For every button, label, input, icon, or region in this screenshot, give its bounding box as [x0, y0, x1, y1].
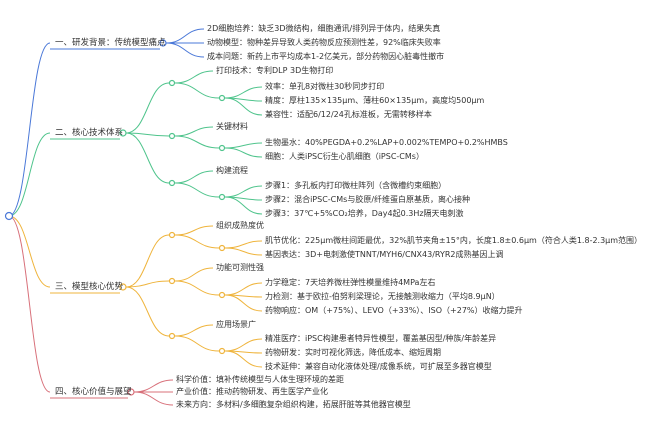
connector-line	[174, 126, 214, 137]
connector-line	[224, 338, 263, 352]
branch-4-item[interactable]: 产业价值：推动药物研发、再生医学产业化	[176, 387, 328, 396]
connector-line	[224, 240, 263, 249]
group-toggle[interactable]	[168, 277, 176, 285]
group-toggle[interactable]	[168, 132, 176, 140]
connector-line	[174, 82, 220, 99]
connector-line	[125, 286, 170, 337]
leaf-item[interactable]: 肌节优化：225μm微柱间距最优，32%肌节夹角±15°内，长度1.8±0.6μ…	[265, 236, 643, 245]
connector-line	[174, 324, 214, 337]
connector-line	[133, 379, 174, 393]
connector-line	[125, 82, 170, 134]
connector-line	[125, 132, 170, 137]
connector-line	[165, 28, 205, 44]
leaf-item[interactable]: 药物研发：实时可视化筛选，降低成本、缩短周期	[265, 348, 441, 357]
leaf-item[interactable]: 生物墨水：40%PEGDA+0.2%LAP+0.002%TEMPO+0.2%HM…	[265, 138, 508, 147]
connector-line	[174, 267, 214, 282]
branch-4-item[interactable]: 未来方向：多材料/多细胞复杂组织构建，拓展肝脏等其他器官模型	[176, 400, 411, 409]
subgroup-toggle[interactable]	[218, 193, 226, 201]
subgroup-toggle[interactable]	[218, 94, 226, 102]
leaf-item[interactable]: 效率：单孔8对微柱30秒同步打印	[265, 82, 385, 91]
connector-line	[133, 391, 174, 406]
group-toggle[interactable]	[168, 79, 176, 87]
connector-line	[174, 280, 220, 296]
leaf-item[interactable]: 步骤3：37℃+5%CO₂培养，Day4起0.3Hz隔天电刺激	[265, 209, 464, 218]
group-label[interactable]: 关键材料	[216, 122, 248, 131]
connector-line	[224, 185, 263, 198]
group-label[interactable]: 组织成熟度优	[216, 221, 264, 230]
leaf-item[interactable]: 药物响应：OM（+75%）、LEVO（+33%）、ISO（+27%）收缩力提升	[265, 306, 523, 315]
group-toggle[interactable]	[168, 179, 176, 187]
branch-connector	[8, 215, 51, 288]
connector-line	[224, 97, 263, 116]
subgroup-toggle[interactable]	[218, 347, 226, 355]
group-toggle[interactable]	[168, 332, 176, 340]
connector-line	[174, 70, 214, 84]
branch-2-label[interactable]: 二、核心技术体系	[55, 128, 124, 138]
connector-line	[224, 196, 263, 215]
branch-connector	[8, 42, 51, 217]
group-toggle[interactable]	[168, 231, 176, 239]
leaf-item[interactable]: 步骤2：混合iPSC-CMs与胶原/纤维蛋白原基质，离心接种	[265, 195, 471, 204]
branch-4-label[interactable]: 四、核心价值与展望	[55, 387, 132, 397]
leaf-item[interactable]: 细胞：人类iPSC衍生心肌细胞（iPSC-CMs）	[265, 152, 424, 161]
branch-1-item[interactable]: 动物模型：物种差异导致人类药物反应预测性差，92%临床失败率	[207, 38, 441, 47]
branch-1-item[interactable]: 2D细胞培养：缺乏3D微结构，细胞通讯/排列异于体内，结果失真	[207, 24, 441, 33]
connector-line	[174, 234, 220, 249]
connector-line	[224, 247, 263, 256]
connector-line	[224, 86, 263, 99]
connector-line	[174, 182, 220, 198]
root-node-toggle[interactable]	[4, 211, 14, 221]
connector-line	[224, 350, 263, 368]
connector-line	[125, 234, 170, 288]
branch-1-item[interactable]: 成本问题：新药上市平均成本1-2亿美元，部分药物因心脏毒性撤市	[207, 52, 445, 61]
connector-line	[224, 294, 263, 312]
leaf-item[interactable]: 技术延伸：兼容自动化液体处理/成像系统，可扩展至多器官模型	[265, 362, 492, 371]
subgroup-toggle[interactable]	[218, 244, 226, 252]
connector-line	[224, 142, 263, 149]
branch-connector	[8, 215, 51, 393]
leaf-item[interactable]: 力学稳定：7天培养微柱弹性模量维持4MPa左右	[265, 278, 436, 287]
connector-line	[224, 147, 263, 158]
leaf-item[interactable]: 基因表达：3D+电刺激使TNNT/MYH6/CNX43/RYR2成熟基因上调	[265, 250, 504, 259]
subgroup-toggle[interactable]	[218, 144, 226, 152]
connector-line	[174, 225, 214, 236]
leaf-item[interactable]: 力检测：基于欧拉-伯努利梁理论，无接触测收缩力（平均8.9μN）	[265, 292, 500, 301]
leaf-item[interactable]: 精准医疗：iPSC构建患者特异性模型，覆盖基因型/种族/年龄差异	[265, 334, 497, 343]
group-label[interactable]: 构建流程	[216, 166, 248, 175]
branch-connector	[8, 132, 51, 217]
connector-line	[125, 280, 170, 288]
connector-line	[174, 135, 220, 149]
leaf-item[interactable]: 步骤1：多孔板内打印微柱阵列（含微槽约束细胞）	[265, 181, 447, 190]
branch-1-label[interactable]: 一、研发背景：传统模型痛点	[55, 38, 166, 48]
connector-line	[174, 335, 220, 352]
connector-line	[125, 132, 170, 184]
connector-line	[165, 42, 205, 58]
group-label[interactable]: 打印技术：专利DLP 3D生物打印	[216, 66, 334, 75]
leaf-item[interactable]: 兼容性：适配6/12/24孔标准板，无需转移样本	[265, 110, 432, 119]
branch-3-label[interactable]: 三、模型核心优势	[55, 282, 124, 292]
connector-line	[174, 170, 214, 184]
branch-4-item[interactable]: 科学价值：填补传统模型与人体生理环境的差距	[176, 375, 344, 384]
connector-line	[224, 282, 263, 296]
leaf-item[interactable]: 精度：厚柱135×135μm、薄柱60×135μm，高度均500μm	[265, 96, 485, 105]
subgroup-toggle[interactable]	[218, 291, 226, 299]
group-label[interactable]: 应用场景广	[216, 320, 256, 329]
group-label[interactable]: 功能可测性强	[216, 263, 264, 272]
